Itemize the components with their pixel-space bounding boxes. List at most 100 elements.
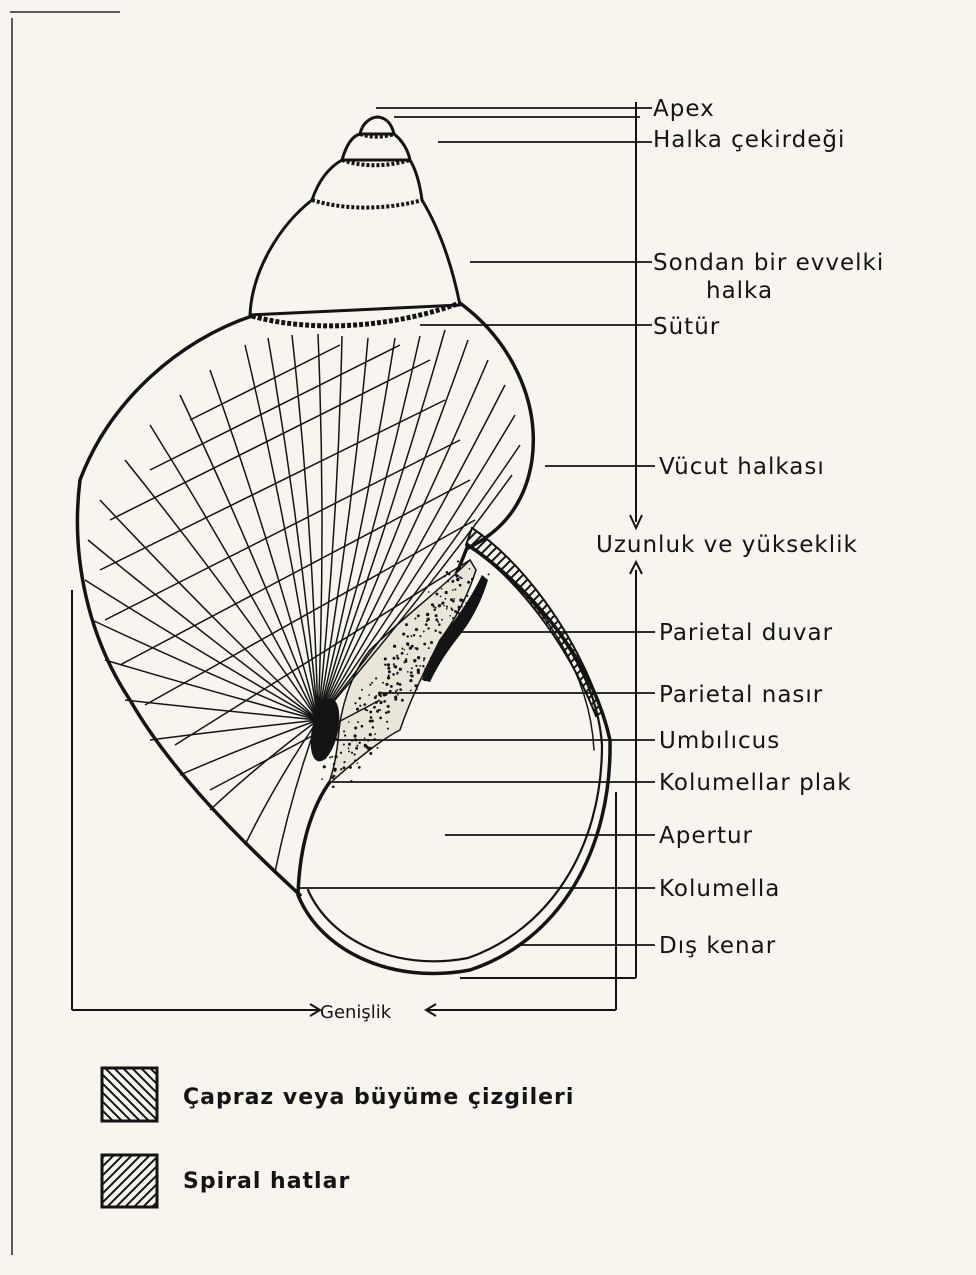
stipple-dot bbox=[451, 609, 453, 611]
stipple-dot bbox=[406, 654, 408, 656]
legend-swatch-growth-lines bbox=[102, 1068, 157, 1121]
stipple-dot bbox=[397, 657, 400, 660]
stipple-dot bbox=[444, 634, 447, 637]
stipple-dot bbox=[364, 744, 367, 747]
stipple-dot bbox=[387, 667, 390, 670]
stipple-dot bbox=[417, 614, 420, 617]
stipple-dot bbox=[441, 588, 443, 590]
stipple-dot bbox=[467, 581, 470, 584]
stipple-dot bbox=[411, 645, 414, 648]
stipple-dot bbox=[435, 614, 438, 617]
stipple-dot bbox=[369, 720, 372, 723]
stipple-dot bbox=[386, 721, 388, 723]
growth-line bbox=[318, 334, 322, 720]
stipple-dot bbox=[419, 665, 421, 667]
stipple-dot bbox=[383, 700, 386, 703]
growth-line bbox=[125, 460, 318, 720]
stipple-dot bbox=[387, 683, 389, 685]
stipple-dot bbox=[369, 747, 372, 750]
stipple-dot bbox=[359, 705, 361, 707]
stipple-dot bbox=[375, 695, 377, 697]
stipple-dot bbox=[425, 623, 428, 626]
stipple-dot bbox=[415, 628, 418, 631]
stipple-dot bbox=[387, 705, 390, 708]
stipple-dot bbox=[361, 725, 364, 728]
stipple-dot bbox=[377, 747, 379, 749]
stipple-dot bbox=[387, 711, 390, 714]
stipple-dot bbox=[445, 591, 448, 594]
stipple-dot bbox=[333, 763, 336, 766]
label-umbilicus: Umbılıcus bbox=[659, 728, 780, 754]
snail-shell bbox=[77, 117, 610, 973]
stipple-dot bbox=[449, 615, 451, 617]
stipple-dot bbox=[343, 743, 345, 745]
label-kolumella: Kolumella bbox=[659, 876, 780, 902]
stipple-dot bbox=[332, 785, 335, 788]
stipple-dot bbox=[343, 730, 345, 732]
stipple-dot bbox=[393, 665, 396, 668]
stipple-dot bbox=[430, 641, 433, 644]
stipple-dot bbox=[405, 623, 408, 626]
legend-label-growth-lines: Çapraz veya büyüme çizgileri bbox=[183, 1085, 574, 1110]
growth-line bbox=[245, 345, 318, 720]
stipple-dot bbox=[379, 709, 381, 711]
stipple-dot bbox=[401, 652, 404, 655]
stipple-dot bbox=[456, 611, 459, 614]
stipple-dot bbox=[452, 617, 454, 619]
label-kolumellar-plak: Kolumellar plak bbox=[659, 770, 852, 796]
stipple-dot bbox=[356, 745, 358, 747]
stipple-dot bbox=[369, 684, 371, 686]
label-parietal-duvar: Parietal duvar bbox=[659, 620, 833, 646]
width-measure bbox=[72, 590, 616, 1016]
stipple-dot bbox=[358, 766, 361, 769]
stipple-dot bbox=[409, 679, 412, 682]
stipple-dot bbox=[428, 591, 430, 593]
label-sondan-line1: Sondan bir evvelki bbox=[653, 250, 884, 276]
spiral-cross-line bbox=[100, 400, 445, 570]
stipple-dot bbox=[358, 742, 360, 744]
stipple-dot bbox=[488, 573, 490, 575]
stipple-dot bbox=[369, 711, 372, 714]
stipple-dot bbox=[399, 668, 402, 671]
stipple-dot bbox=[323, 765, 326, 768]
stipple-dot bbox=[433, 609, 436, 612]
stipple-dot bbox=[396, 673, 398, 675]
stipple-dot bbox=[430, 657, 433, 660]
stipple-dot bbox=[424, 679, 426, 681]
stipple-dot bbox=[395, 695, 397, 697]
stipple-dot bbox=[353, 753, 355, 755]
stipple-dot bbox=[384, 657, 387, 660]
stipple-dot bbox=[334, 755, 337, 758]
stipple-dot bbox=[427, 613, 429, 615]
stipple-dot bbox=[373, 706, 376, 709]
label-sutur: Sütür bbox=[653, 314, 720, 340]
stipple-dot bbox=[401, 647, 403, 649]
stipple-dot bbox=[355, 747, 358, 750]
stipple-dot bbox=[331, 776, 334, 779]
stipple-dot bbox=[358, 697, 361, 700]
stipple-dot bbox=[452, 600, 455, 603]
stipple-dot bbox=[437, 648, 439, 650]
stipple-dot bbox=[396, 689, 398, 691]
stipple-dot bbox=[414, 618, 416, 620]
stipple-dot bbox=[387, 728, 389, 730]
stipple-dot bbox=[469, 568, 471, 570]
stipple-dot bbox=[406, 635, 408, 637]
stipple-dot bbox=[457, 560, 459, 562]
stipple-dot bbox=[413, 634, 415, 636]
stipple-dot bbox=[348, 747, 350, 749]
stipple-dot bbox=[441, 603, 443, 605]
stipple-dot bbox=[351, 752, 353, 754]
stipple-dot bbox=[348, 743, 351, 746]
stipple-dot bbox=[423, 643, 426, 646]
apex-whorl bbox=[360, 117, 394, 134]
stipple-dot bbox=[399, 688, 402, 691]
stipple-dot bbox=[385, 711, 388, 714]
growth-line bbox=[210, 720, 318, 810]
stipple-dot bbox=[434, 629, 436, 631]
stipple-dot bbox=[379, 716, 382, 719]
stipple-dot bbox=[407, 644, 409, 646]
stipple-dot bbox=[451, 623, 453, 625]
stipple-dot bbox=[440, 596, 442, 598]
stipple-dot bbox=[357, 721, 359, 723]
